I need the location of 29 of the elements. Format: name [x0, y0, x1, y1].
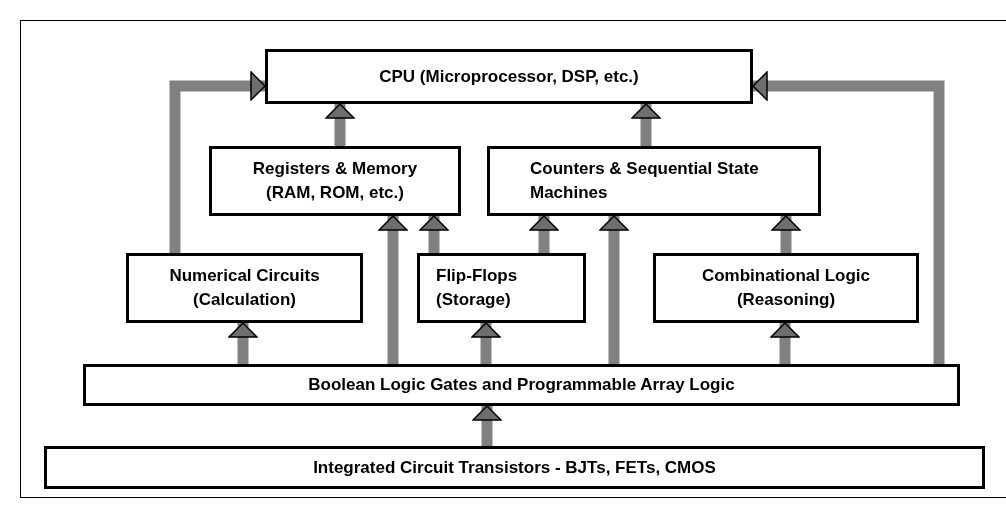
- block-box: [265, 49, 753, 104]
- block-arrow: [752, 71, 945, 364]
- block-arrow: [631, 103, 661, 146]
- box-label: Numerical Circuits (Calculation): [168, 265, 321, 311]
- block-box: [487, 146, 821, 216]
- block-arrow: [228, 322, 258, 364]
- box-label: Counters & Sequential State Machines: [530, 158, 760, 204]
- block-box: [209, 146, 461, 216]
- block-arrow: [169, 71, 266, 253]
- box-label: Flip-Flops (Storage): [436, 265, 519, 311]
- block-arrow: [378, 215, 408, 364]
- block-box: [653, 253, 919, 323]
- block-arrow: [599, 215, 629, 364]
- block-box: [126, 253, 363, 323]
- block-arrow: [325, 103, 355, 146]
- box-label: Registers & Memory (RAM, ROM, etc.): [251, 158, 419, 204]
- block-box: [83, 364, 960, 406]
- block-arrow: [529, 215, 559, 253]
- box-label: Boolean Logic Gates and Programmable Array Logic: [307, 374, 736, 397]
- block-box: [44, 446, 985, 489]
- block-arrow: [472, 405, 502, 446]
- block-arrow: [419, 215, 449, 253]
- box-label: Combinational Logic (Reasoning): [700, 265, 872, 311]
- block-box: [417, 253, 586, 323]
- box-label: CPU (Microprocessor, DSP, etc.): [378, 65, 640, 88]
- block-arrow: [471, 322, 501, 364]
- block-arrow: [771, 215, 801, 253]
- box-label: Integrated Circuit Transistors - BJTs, FETs, CMOS: [312, 456, 717, 479]
- block-arrow: [770, 322, 800, 364]
